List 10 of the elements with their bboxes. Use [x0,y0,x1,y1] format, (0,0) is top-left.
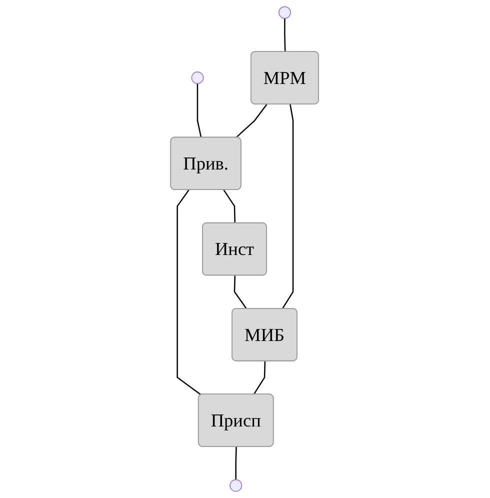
connector [197,84,202,138]
diagram: Прив. Инст МРМ МИБ Присп [164,0,326,498]
connector [236,446,238,480]
connector [284,18,286,52]
connector [177,190,202,396]
connector [254,361,266,395]
connector [224,190,236,224]
connector [236,104,268,138]
connector [282,104,294,310]
connector [234,276,248,310]
